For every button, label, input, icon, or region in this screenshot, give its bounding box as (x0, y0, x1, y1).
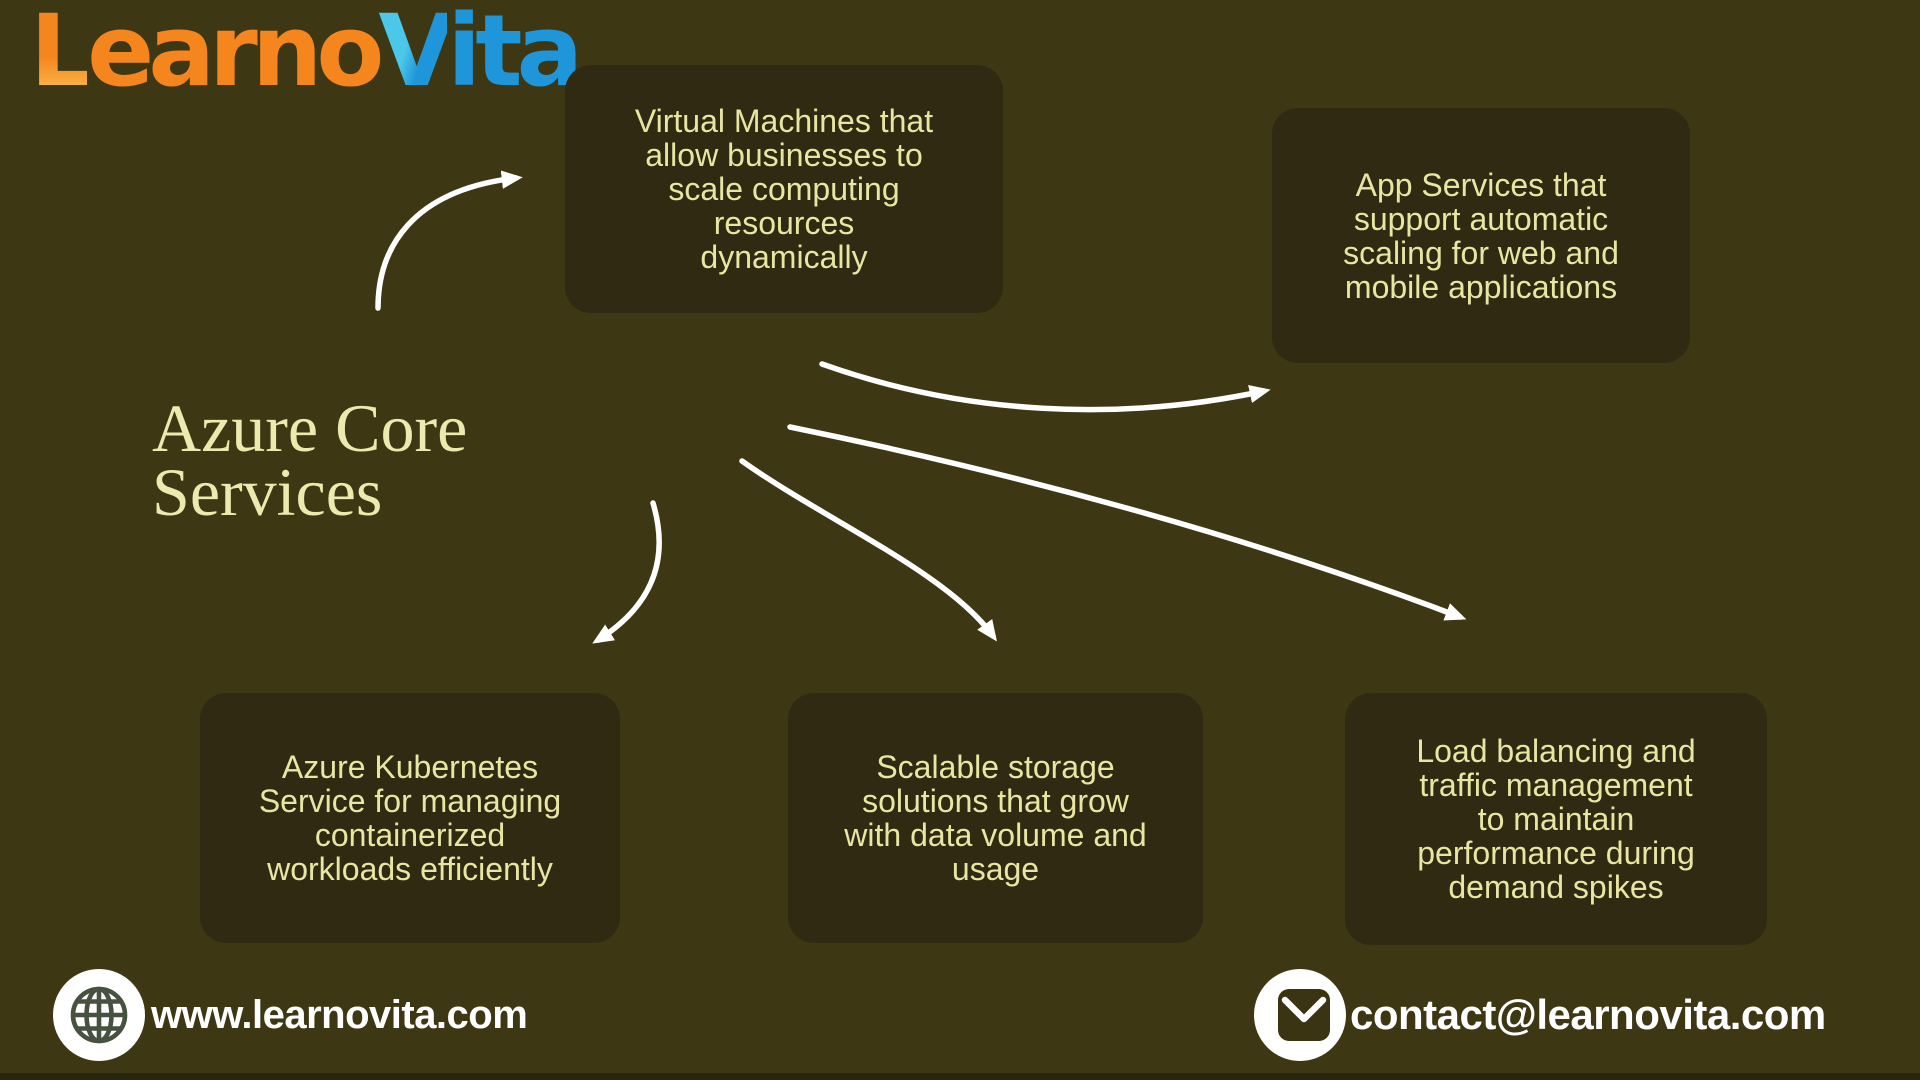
learnovita-logo: LearnoVita (30, 0, 583, 112)
website-url: www.learnovita.com (151, 992, 528, 1037)
card-scalable-storage: Scalable storage solutions that grow wit… (788, 693, 1203, 943)
logo-earno: earno (87, 0, 384, 109)
card-text: Virtual Machines that allow businesses t… (634, 103, 934, 275)
bottom-edge-strip (0, 1073, 1920, 1080)
logo-ita: ita (447, 0, 583, 109)
mail-icon (1254, 969, 1346, 1061)
arrow-to-virtual-machines (375, 170, 523, 311)
arrow-to-azure-kubernetes-service (592, 500, 662, 644)
card-load-balancing: Load balancing and traffic management to… (1345, 693, 1767, 945)
globe-icon (53, 969, 145, 1061)
card-virtual-machines: Virtual Machines that allow businesses t… (565, 65, 1003, 313)
logo-letter-v: V (378, 0, 453, 109)
card-text: Scalable storage solutions that grow wit… (844, 749, 1147, 887)
card-text: Azure Kubernetes Service for managing co… (258, 749, 562, 887)
footer-website-link[interactable]: www.learnovita.com (53, 969, 528, 1061)
arrow-to-app-services (819, 361, 1271, 413)
email-address: contact@learnovita.com (1350, 991, 1826, 1038)
page-title: Azure Core Services (152, 390, 468, 530)
arrow-to-scalable-storage (739, 458, 997, 642)
card-azure-kubernetes-service: Azure Kubernetes Service for managing co… (200, 693, 620, 943)
footer-email-link[interactable]: contact@learnovita.com (1254, 969, 1826, 1061)
card-app-services: App Services that support automatic scal… (1272, 108, 1690, 363)
card-text: App Services that support automatic scal… (1343, 166, 1619, 305)
logo-letter-l: L (30, 0, 93, 109)
arrow-to-load-balancing (787, 424, 1467, 621)
card-text: Load balancing and traffic management to… (1416, 733, 1696, 905)
